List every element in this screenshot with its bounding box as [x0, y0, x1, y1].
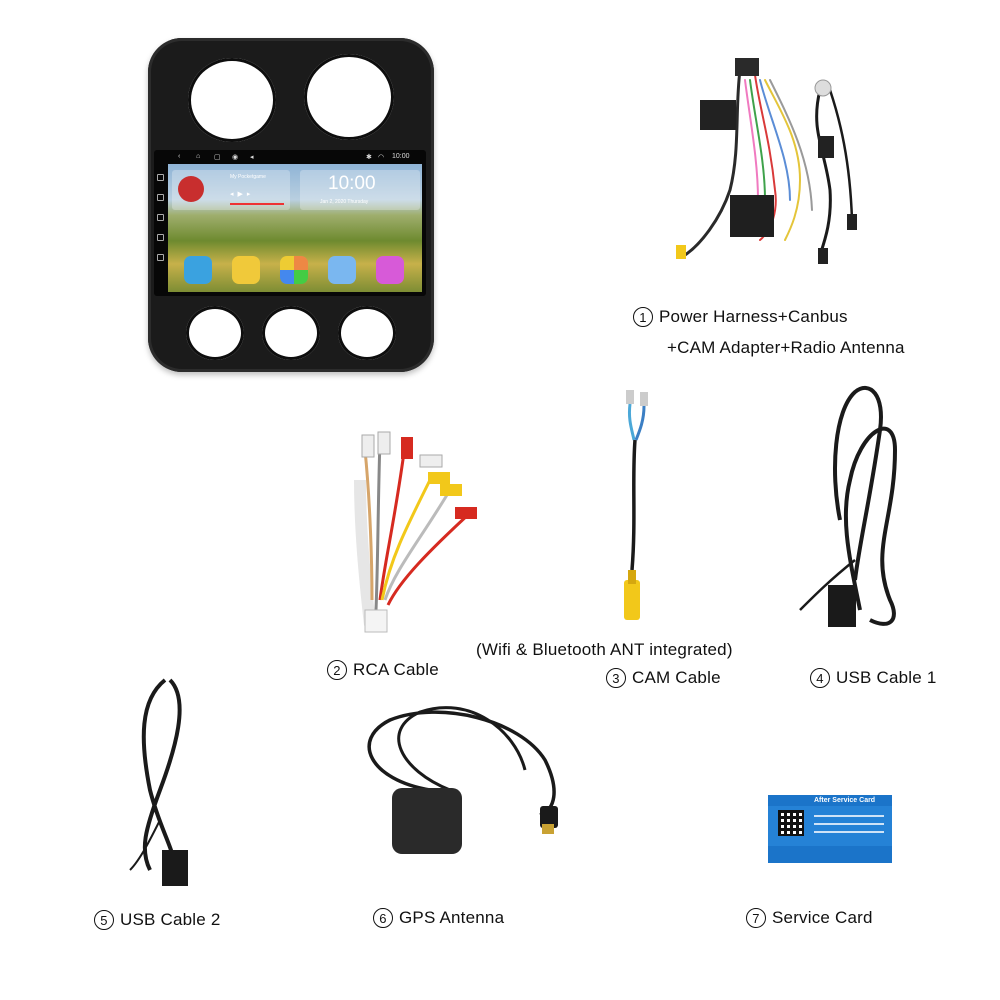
- caption-item-6: 6 GPS Antenna: [373, 908, 504, 928]
- sidebar-nav-icon: [157, 194, 164, 201]
- service-card-image: After Service Card: [768, 795, 892, 863]
- car-stereo-head-unit: ‹ ⌂ ▢ ◉ ◂ ✱ ◠ 10:00 My Pocketgame ◂▶▸ 10…: [148, 38, 434, 372]
- item-number-6: 6: [373, 908, 393, 928]
- screenshot-icon: ◉: [232, 154, 239, 161]
- sidebar-settings-icon: [157, 174, 164, 181]
- progress-bar: [230, 203, 284, 205]
- sidebar-video-icon: [157, 234, 164, 241]
- wifi-bluetooth-note: (Wifi & Bluetooth ANT integrated): [476, 640, 733, 659]
- caption-note-wifi-bt: (Wifi & Bluetooth ANT integrated): [476, 640, 733, 660]
- caption-item-1-line-1: Power Harness+Canbus: [659, 307, 848, 326]
- gps-antenna-image: [367, 706, 558, 854]
- caption-item-6-label: GPS Antenna: [399, 908, 505, 927]
- item-number-1: 1: [633, 307, 653, 327]
- caption-item-7: 7 Service Card: [746, 908, 873, 928]
- volume-icon: ◂: [250, 154, 254, 161]
- item-number-5: 5: [94, 910, 114, 930]
- app-music-icon: [376, 256, 404, 284]
- air-vent-bottom-right: [338, 306, 396, 360]
- status-bar: ‹ ⌂ ▢ ◉ ◂ ✱ ◠ 10:00: [154, 150, 426, 164]
- clock-date: Jan 2, 2020 Thursday: [320, 199, 369, 205]
- usb-cable-1-image: [799, 385, 898, 627]
- caption-item-2: 2 RCA Cable: [327, 660, 439, 680]
- air-vent-bottom-center: [262, 306, 320, 360]
- home-wallpaper: My Pocketgame ◂▶▸ 10:00 Jan 2, 2020 Thur…: [168, 164, 422, 292]
- touch-screen: ‹ ⌂ ▢ ◉ ◂ ✱ ◠ 10:00 My Pocketgame ◂▶▸ 10…: [154, 150, 426, 296]
- power-harness-image: [676, 58, 857, 264]
- back-icon: ‹: [178, 153, 181, 160]
- recent-apps-icon: ▢: [214, 154, 221, 161]
- rca-cable-image: [354, 431, 477, 633]
- item-number-4: 4: [810, 668, 830, 688]
- app-radio-icon: [232, 256, 260, 284]
- service-card-title: After Service Card: [814, 797, 876, 804]
- wifi-icon: ◠: [378, 154, 385, 161]
- caption-item-4: 4 USB Cable 1: [810, 668, 936, 688]
- bluetooth-icon: ✱: [366, 154, 372, 161]
- air-vent-top-right: [304, 54, 394, 140]
- album-art-icon: [178, 176, 204, 202]
- caption-item-3-label: CAM Cable: [632, 668, 721, 687]
- music-widget: My Pocketgame ◂▶▸: [172, 170, 290, 210]
- caption-item-1-line-2: +CAM Adapter+Radio Antenna: [667, 338, 905, 357]
- caption-item-3: 3 CAM Cable: [606, 668, 721, 688]
- air-vent-top-left: [188, 58, 276, 142]
- clock-time: 10:00: [328, 173, 376, 194]
- widget-title: My Pocketgame: [230, 174, 266, 180]
- caption-item-1-second-line: +CAM Adapter+Radio Antenna: [667, 338, 905, 358]
- clock-widget: 10:00 Jan 2, 2020 Thursday: [300, 170, 420, 210]
- sidebar-music-icon: [157, 214, 164, 221]
- app-navigation-icon: [184, 256, 212, 284]
- caption-item-5: 5 USB Cable 2: [94, 910, 220, 930]
- caption-item-2-label: RCA Cable: [353, 660, 439, 679]
- caption-item-5-label: USB Cable 2: [120, 910, 221, 929]
- caption-item-1: 1 Power Harness+Canbus: [633, 307, 848, 327]
- air-vent-bottom-left: [186, 306, 244, 360]
- caption-item-4-label: USB Cable 1: [836, 668, 937, 687]
- sidebar-apps-icon: [157, 254, 164, 261]
- item-number-7: 7: [746, 908, 766, 928]
- qr-code-icon: [778, 810, 804, 836]
- app-bluetooth-icon: [328, 256, 356, 284]
- caption-item-7-label: Service Card: [772, 908, 873, 927]
- cam-cable-image: [624, 390, 648, 620]
- status-clock: 10:00: [392, 153, 410, 160]
- service-card-text-lines: [814, 815, 884, 833]
- item-number-2: 2: [327, 660, 347, 680]
- item-number-3: 3: [606, 668, 626, 688]
- app-gallery-icon: [280, 256, 308, 284]
- home-icon: ⌂: [196, 153, 201, 160]
- usb-cable-2-image: [129, 678, 188, 886]
- playback-controls-icon: ◂▶▸: [230, 191, 255, 198]
